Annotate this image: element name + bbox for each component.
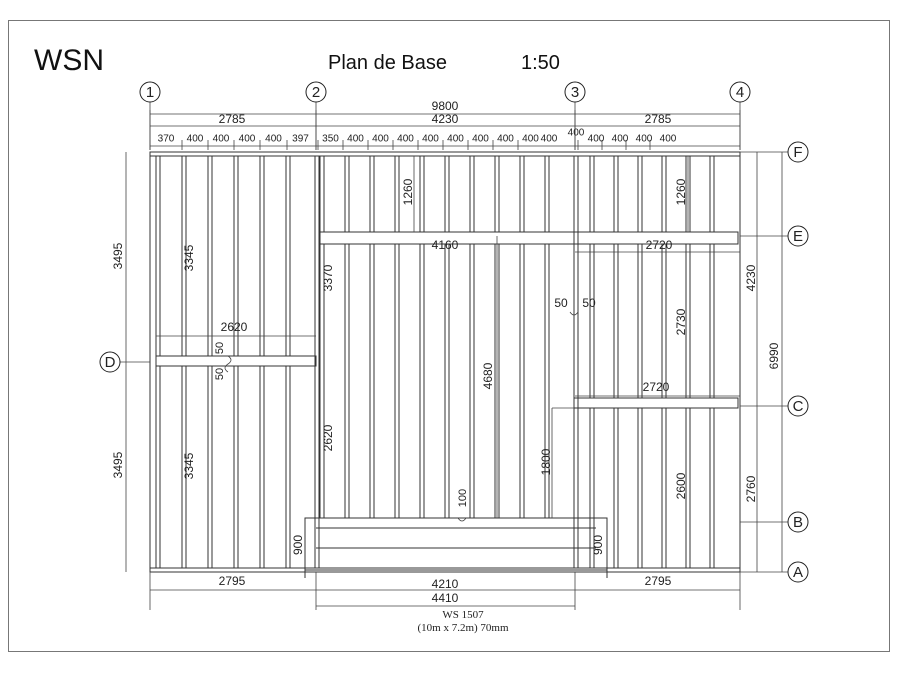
grid-row-D-label: D: [105, 354, 116, 371]
beam-c-label: 2720: [643, 380, 670, 394]
spacing-bay3-label: 400: [612, 134, 629, 145]
stud-bay3-top-label: 1260: [674, 178, 688, 205]
stud-bay1-lower-label: 3345: [182, 452, 196, 479]
grid-col-3-circle: [564, 81, 586, 103]
stud-bay3-mid-label: 2730: [674, 308, 688, 335]
dim-span-3-4-label: 2785: [645, 112, 672, 126]
spacing-bay3-label: 400: [588, 134, 605, 145]
spacing-bay3-label: 400: [636, 134, 653, 145]
dim-bottom-center-label: 4210: [432, 577, 459, 591]
beam-d-label: 2620: [221, 320, 248, 334]
brand-label: WSN: [34, 44, 104, 77]
grid-col-1-circle: [139, 81, 161, 103]
grid-row-E-circle: [787, 225, 809, 247]
dim-span-1-2-label: 2785: [219, 112, 246, 126]
stud-bay3-lower-label: 2600: [674, 472, 688, 499]
dim-bottom-left-label: 2795: [219, 574, 246, 588]
spacing-bay2-label: 400: [397, 134, 414, 145]
grid-col-1-label: 1: [146, 84, 154, 101]
spacing-bay1-label: 400: [239, 134, 256, 145]
step-label: 100: [457, 489, 469, 507]
grid-col-3-label: 3: [571, 84, 579, 101]
drawing-reference: WS 1507 (10m x 7.2m) 70mm: [398, 609, 528, 635]
beam-d-gap-b-label: 50: [214, 368, 226, 380]
stud-bay2-lower-label: 2620: [321, 424, 335, 451]
spacing-bay2-label: 400: [447, 134, 464, 145]
model-number: WS 1507: [442, 609, 484, 621]
beam-c: [573, 397, 739, 409]
beam-e-center-label: 4160: [432, 238, 459, 252]
spacing-bay1-label: 370: [158, 134, 175, 145]
step-mark: [457, 517, 467, 522]
grid-col-2-label: 2: [312, 84, 320, 101]
grid-markers: [99, 81, 809, 583]
plan-scale: 1:50: [521, 52, 560, 74]
spacing-bay2-label: 400: [497, 134, 514, 145]
post-gap-a-label: 50: [554, 296, 568, 310]
entry-right-label: 900: [591, 535, 605, 555]
spacing-bay2-label: 400: [422, 134, 439, 145]
spacing-bay2-label: 400: [372, 134, 389, 145]
stud-bay2-top-label: 1260: [401, 178, 415, 205]
plan-title: Plan de Base: [328, 52, 447, 74]
spacing-bay3-label: 400: [660, 134, 677, 145]
grid-row-A-label: A: [793, 564, 803, 581]
spacing-bay1-label: 400: [187, 134, 204, 145]
dim-right-upper-label: 4230: [744, 264, 758, 291]
stud-bay1-upper-label: 3345: [182, 244, 196, 271]
grid-row-C-circle: [787, 395, 809, 417]
post-gap-b-label: 50: [582, 296, 596, 310]
drawing-frame: [8, 20, 890, 652]
spacing-bay2-label: 400: [347, 134, 364, 145]
post-gap-mark: [569, 311, 579, 316]
dim-span-2-3-label: 4230: [432, 112, 459, 126]
beam-d-gap-a-label: 50: [214, 342, 226, 354]
grid-col-4-circle: [729, 81, 751, 103]
studs: [155, 156, 715, 568]
spacing-gap-label: 400: [568, 128, 585, 139]
beam-e-right-label: 2720: [646, 238, 673, 252]
grid-col-4-label: 4: [736, 84, 744, 101]
dim-bottom-total-label: 4410: [432, 591, 459, 605]
grid-row-B-circle: [787, 511, 809, 533]
beam-e: [319, 231, 739, 245]
dimension-lines: [120, 102, 788, 610]
beam-d: [155, 355, 317, 367]
spacing-bay1-label: 397: [292, 134, 309, 145]
dim-overall-label: 9800: [432, 99, 459, 113]
grid-row-C-label: C: [793, 398, 804, 415]
beam-d-gap-mark: [224, 355, 232, 373]
spacing-bay2-label: 400: [472, 134, 489, 145]
dim-left-lower-label: 3495: [111, 451, 125, 478]
grid-row-B-label: B: [793, 514, 803, 531]
grid-row-F-label: F: [793, 144, 802, 161]
spacing-bay2-label: 400: [522, 134, 539, 145]
entry-frame: [304, 517, 608, 571]
spacing-bay2-label: 350: [322, 134, 339, 145]
dim-right-lower-label: 2760: [744, 475, 758, 502]
grid-row-E-label: E: [793, 228, 803, 245]
grid-row-D-circle: [99, 351, 121, 373]
entry-left-label: 900: [291, 535, 305, 555]
spacing-bay1-label: 400: [265, 134, 282, 145]
model-size: (10m x 7.2m) 70mm: [417, 622, 509, 634]
grid-row-A-circle: [787, 561, 809, 583]
dim-bottom-right-label: 2795: [645, 574, 672, 588]
grid-col-2-circle: [305, 81, 327, 103]
stud-entry-label: 1800: [539, 448, 553, 475]
grid-row-F-circle: [787, 141, 809, 163]
dim-left-upper-label: 3495: [111, 242, 125, 269]
dim-right-total-label: 6990: [767, 342, 781, 369]
spacing-bay1-label: 400: [213, 134, 230, 145]
stud-bay2-center-label: 4680: [481, 362, 495, 389]
stud-bay2-mid-label: 3370: [321, 264, 335, 291]
spacing-bay2-label: 400: [541, 134, 558, 145]
